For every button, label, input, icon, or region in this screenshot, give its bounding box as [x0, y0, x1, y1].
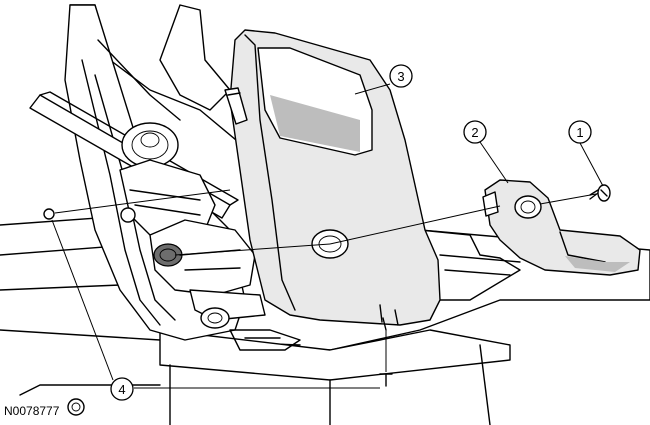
- callout-3: 3: [389, 64, 413, 88]
- callout-1: 1: [568, 120, 592, 144]
- screw-fastener: [589, 184, 611, 202]
- trim-cover-panel: [224, 29, 441, 326]
- trim-clip-bracket: [482, 179, 641, 276]
- callout-4-label: 4: [118, 382, 125, 397]
- callout-3-label: 3: [397, 69, 404, 84]
- callout-2: 2: [463, 120, 487, 144]
- internal-mechanism: [119, 122, 301, 351]
- callout-1-label: 1: [576, 125, 583, 140]
- callout-leaders: [51, 83, 604, 389]
- alignment-lines: [54, 189, 597, 372]
- callout-2-label: 2: [471, 125, 478, 140]
- retaining-pins: [43, 208, 393, 416]
- callout-4: 4: [110, 377, 134, 401]
- figure-id: N0078777: [4, 404, 60, 418]
